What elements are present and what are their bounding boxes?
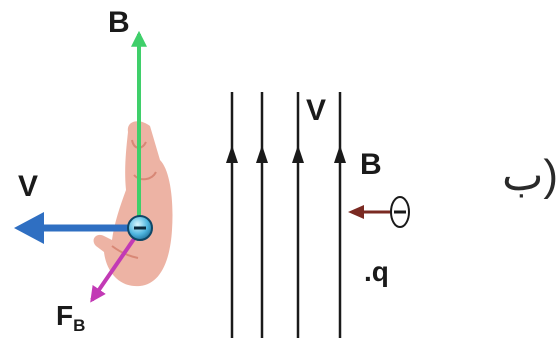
fb-vector-label: FB xyxy=(56,300,86,335)
velocity-label: V xyxy=(306,94,327,127)
charge-label: .q xyxy=(364,256,389,287)
field-lines xyxy=(226,92,346,338)
field-line-arrowhead xyxy=(292,145,304,163)
fb-vector-arrow xyxy=(90,234,138,303)
b-vector-label: B xyxy=(108,6,130,39)
charge-sphere xyxy=(127,215,153,241)
field-line-arrowhead xyxy=(226,145,238,163)
v-vector-label: V xyxy=(18,170,39,203)
field-line-arrowhead xyxy=(256,145,268,163)
v-vector-arrow xyxy=(14,212,140,244)
charge-velocity-arrow xyxy=(348,205,392,219)
part-label: ب) xyxy=(502,151,559,200)
field-label: B xyxy=(360,148,382,181)
negative-charge-icon xyxy=(390,196,410,228)
field-line-arrowhead xyxy=(334,145,346,163)
hand-icon xyxy=(93,121,173,287)
